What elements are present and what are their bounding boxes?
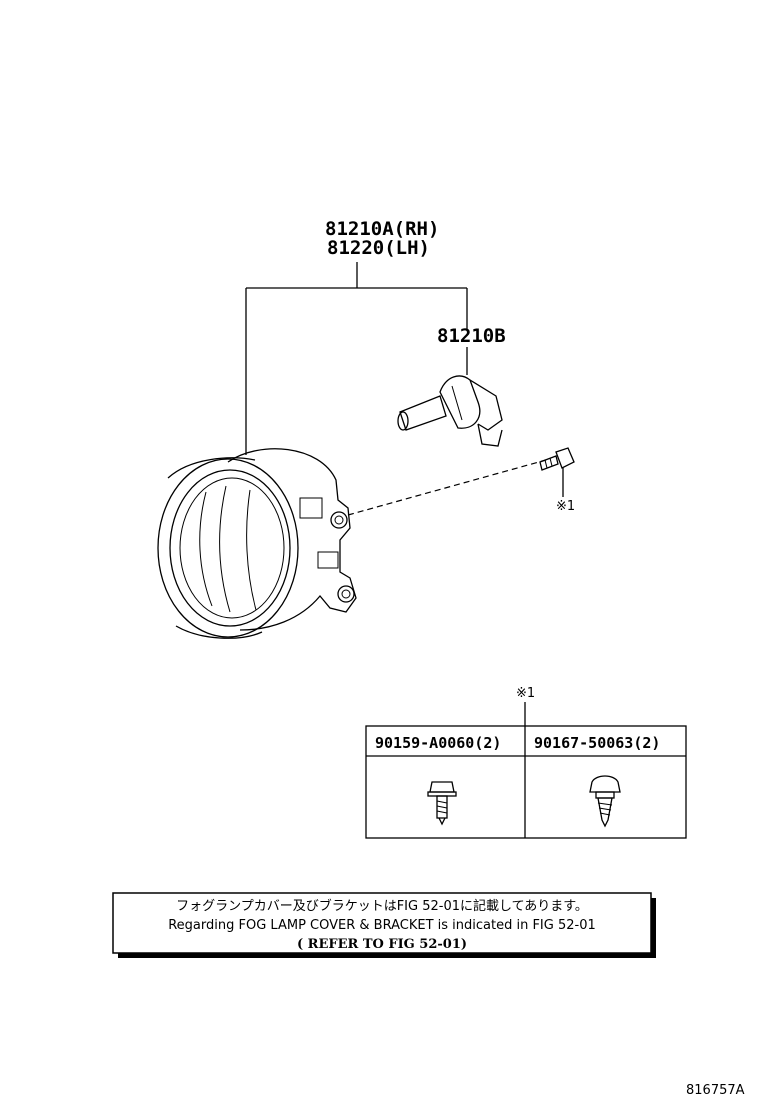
leader-lines (245, 262, 564, 516)
tapping-screw-icon (589, 775, 621, 828)
note-english: Regarding FOG LAMP COVER & BRACKET is in… (168, 918, 596, 933)
part-label-assembly-lh: 81220(LH) (327, 237, 430, 259)
screw-drawing (539, 447, 575, 471)
note-box: フォグランプカバー及びブラケットはFIG 52-01に記載してあります。 Reg… (112, 892, 656, 958)
catalog-number: 816757A (686, 1083, 745, 1098)
flange-bolt-icon (427, 781, 457, 826)
fog-lamp-assembly-drawing (157, 448, 357, 639)
table-ref-mark: ※1 (516, 686, 535, 701)
part-label-bulb: 81210B (437, 325, 506, 347)
part-label-assembly-rh: 81210A(RH) (325, 218, 439, 240)
note-refer: ( REFER TO FIG 52-01) (297, 937, 467, 952)
bulb-drawing (397, 375, 503, 447)
part-label-screw-ref: ※1 (556, 499, 575, 514)
table-header-col-1: 90159-A0060(2) (375, 734, 501, 752)
table-header-col-2: 90167-50063(2) (534, 734, 660, 752)
note-japanese: フォグランプカバー及びブラケットはFIG 52-01に記載してあります。 (176, 898, 588, 914)
fastener-table: ※1 90159-A0060(2) 90167-50063(2) (365, 686, 687, 839)
